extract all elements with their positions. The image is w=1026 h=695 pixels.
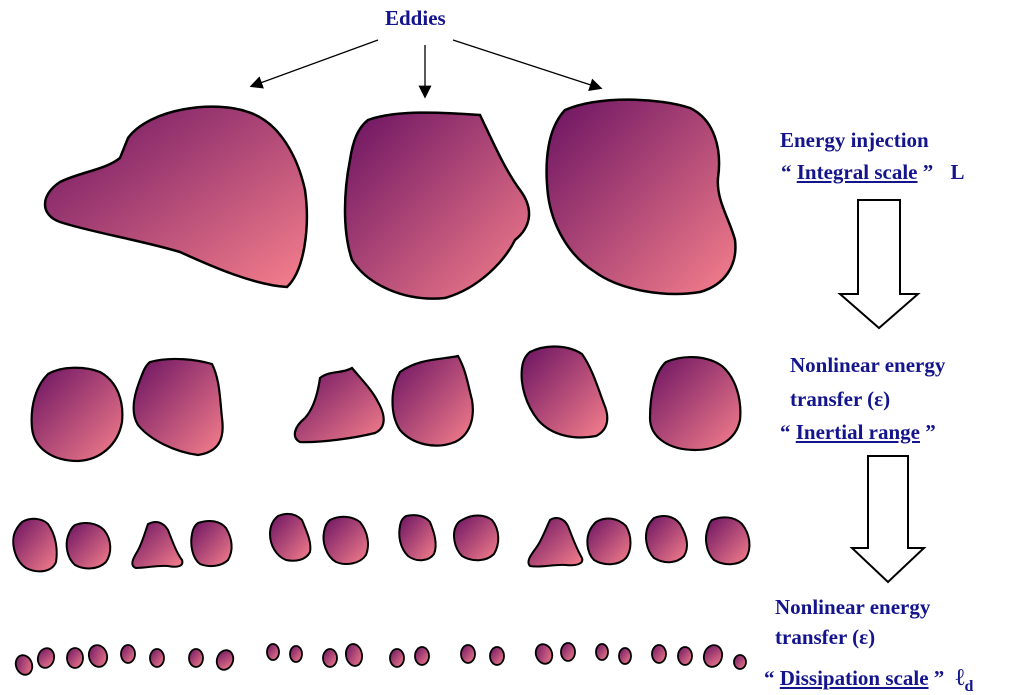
eddy-shape [13, 653, 35, 677]
eddy-row-level-2 [32, 346, 741, 461]
eddy-shape [36, 646, 57, 669]
eddy-shape [344, 643, 364, 667]
eddy-shape [290, 646, 302, 662]
eddy-shape [189, 649, 203, 667]
cascade-arrow-1 [840, 200, 918, 328]
eddy-shape [561, 643, 575, 661]
eddy-arrow-left [252, 40, 378, 86]
eddy-arrow-right [453, 40, 600, 88]
eddy-shape [701, 643, 724, 669]
eddy-shape [267, 644, 279, 660]
eddy-shape [399, 515, 435, 560]
eddy-shape [214, 648, 236, 672]
stage-inertial-scale: “ Inertial range ” [780, 422, 936, 443]
eddy-shape [45, 107, 307, 287]
eddy-shape [528, 518, 582, 567]
quote-close: ” [920, 420, 936, 444]
symbol-ell: ℓ [956, 665, 965, 691]
eddy-shape [393, 356, 473, 446]
inertial-range-label: Inertial range [796, 420, 920, 444]
eddy-shape [134, 359, 223, 455]
eddy-shape [646, 516, 687, 562]
quote-open: “ [764, 666, 780, 690]
eddy-shape [67, 648, 83, 668]
eddy-row-level-3 [13, 514, 749, 571]
quote-close: ” [917, 160, 933, 184]
stage-dissipation-line1: Nonlinear energy [775, 597, 930, 618]
integral-scale-label: Integral scale [797, 160, 918, 184]
eddy-shape [522, 346, 608, 437]
eddy-shape [13, 519, 56, 572]
eddy-shape [415, 647, 429, 665]
eddy-shape [86, 643, 109, 669]
eddy-shape [324, 517, 369, 564]
eddy-shape [121, 645, 135, 663]
stage-inertial-line2: transfer (ε) [790, 389, 890, 410]
eddy-shape [461, 645, 475, 663]
symbol-subscript: d [965, 678, 974, 695]
stage-injection-scale: “ Integral scale ” L [781, 162, 965, 183]
eddy-shape [323, 649, 337, 667]
diagram-title: Eddies [385, 8, 446, 29]
eddy-shape [652, 645, 666, 663]
eddy-shape [596, 644, 608, 660]
eddy-shape [619, 648, 631, 664]
eddy-shape [650, 357, 740, 450]
cascade-arrow-2 [852, 456, 924, 582]
eddy-shape [547, 100, 736, 294]
eddy-shape [490, 647, 504, 665]
eddy-shape [345, 113, 529, 299]
dissipation-scale-label: Dissipation scale [780, 666, 929, 690]
quote-open: “ [780, 420, 796, 444]
eddy-row-level-4 [13, 642, 746, 677]
eddy-shape [191, 521, 231, 566]
eddy-shape [67, 523, 111, 568]
eddy-shape [454, 516, 498, 561]
eddy-shape [390, 649, 404, 667]
integral-scale-symbol: L [950, 160, 964, 184]
dissipation-scale-symbol: ℓd [956, 665, 974, 691]
eddy-shape [706, 517, 749, 564]
eddy-shape [587, 519, 630, 565]
stage-dissipation-scale: “ Dissipation scale ” ℓd [764, 666, 973, 695]
eddy-shape [678, 647, 692, 665]
eddy-shape [270, 514, 310, 561]
eddy-shape [32, 368, 123, 461]
eddy-row-level-1 [45, 100, 735, 299]
eddy-shape [734, 655, 746, 669]
eddy-shape [533, 642, 555, 666]
quote-close: ” [929, 666, 945, 690]
stage-injection-heading: Energy injection [780, 130, 929, 151]
eddy-shape [295, 368, 384, 442]
eddy-shape [132, 522, 182, 568]
quote-open: “ [781, 160, 797, 184]
stage-inertial-line1: Nonlinear energy [790, 355, 945, 376]
eddy-shape [150, 649, 164, 667]
stage-dissipation-line2: transfer (ε) [775, 627, 875, 648]
